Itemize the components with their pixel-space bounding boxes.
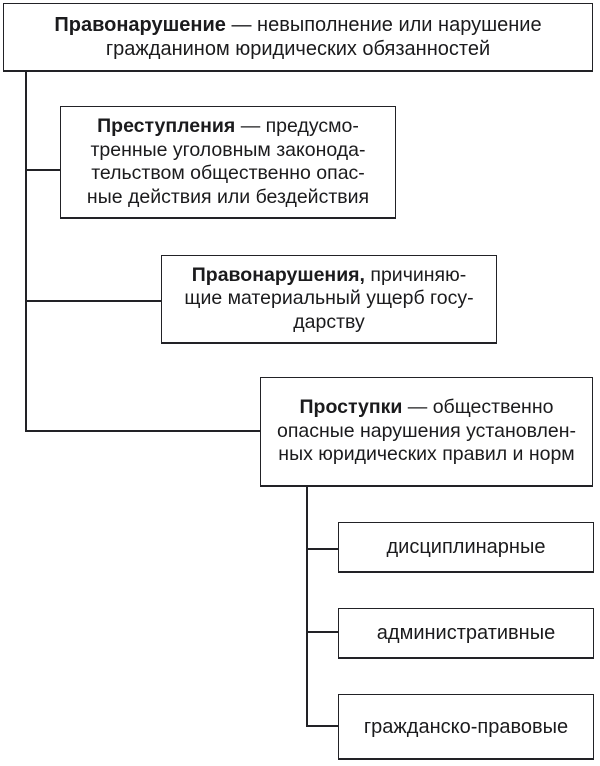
connector-trunk-misdemeanors <box>306 485 308 727</box>
state-damage-box-line-2: щие материальный ущерб госу- <box>184 287 474 310</box>
leaf-label-disciplinary: дисциплинарные <box>386 536 546 558</box>
misdemeanors-box-line-1: Проступки — общественно <box>300 396 554 420</box>
crimes-box-line-1: Преступления — предусмо- <box>97 115 359 139</box>
state-damage-box-line-1: Правонарушения, причиняю- <box>192 264 466 288</box>
root-box-term: Правонарушение <box>54 14 226 36</box>
state-damage-box-line-3: дарству <box>293 310 365 333</box>
connector-branch-administrative <box>306 631 340 633</box>
state-damage-box-term: Правонарушения, <box>191 263 365 286</box>
connector-branch-misdemeanors <box>25 430 262 432</box>
connector-trunk-left <box>25 70 27 432</box>
crimes-box-line-3: тельством общественно опас- <box>91 162 365 184</box>
crimes-box-term: Преступления <box>97 115 236 137</box>
root-box-line-1: Правонарушение — невыполнение или наруше… <box>54 13 541 37</box>
misdemeanors-box-line-3: ных юридических правил и норм <box>278 443 575 466</box>
misdemeanors-box-line-2: опасные нарушения установлен- <box>276 419 576 442</box>
branch-box-misdemeanors: Проступки — общественно опасные нарушени… <box>260 377 593 487</box>
crimes-box-line-4: ные действия или бездействия <box>86 185 370 208</box>
leaf-box-disciplinary: дисциплинарные <box>338 522 594 573</box>
root-box-offense: Правонарушение — невыполнение или наруше… <box>3 3 593 72</box>
leaf-label-administrative: административные <box>376 622 556 644</box>
state-damage-box-definition-start: причиняю- <box>364 263 467 286</box>
connector-branch-state-damage <box>25 300 163 302</box>
misdemeanors-box-term: Проступки <box>299 396 403 419</box>
leaf-box-administrative: административные <box>338 608 594 659</box>
leaf-box-civil-law: гражданско-правовые <box>338 694 594 760</box>
root-box-definition-start: — невыполнение или нарушение <box>225 14 542 36</box>
leaf-label-civil-law: гражданско-правовые <box>363 715 569 738</box>
connector-branch-civil-law <box>306 725 340 727</box>
connector-branch-disciplinary <box>306 548 340 550</box>
connector-branch-crimes <box>25 169 62 171</box>
branch-box-state-damage: Правонарушения, причиняю- щие материальн… <box>161 255 497 344</box>
misdemeanors-box-definition-start: — общественно <box>402 396 554 419</box>
branch-box-crimes: Преступления — предусмо- тренные уголовн… <box>60 106 396 219</box>
crimes-box-definition-start: — предусмо- <box>235 115 359 137</box>
root-box-line-2: гражданином юридических обязанностей <box>105 38 491 60</box>
crimes-box-line-2: тренные уголовным законода- <box>90 138 366 161</box>
